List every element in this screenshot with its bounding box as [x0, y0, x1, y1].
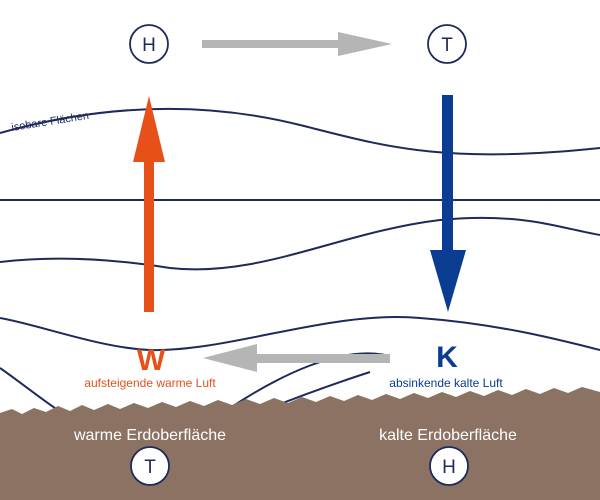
- warm-arrow-head: [133, 96, 165, 162]
- pressure-high-top: H: [129, 24, 169, 64]
- pressure-circle: [429, 446, 469, 486]
- isobar-line-1: [0, 107, 600, 156]
- pressure-letter-ground-left: T: [144, 457, 156, 478]
- cold-air-letter: K: [436, 341, 458, 374]
- lower-flow-arrow: [203, 344, 390, 372]
- cold-arrow-head: [430, 250, 466, 312]
- warm-ground-label: warme Erdoberfläche: [73, 427, 226, 444]
- cold-air-caption: absinkende kalte Luft: [389, 376, 503, 390]
- pressure-low-ground: T: [130, 446, 170, 486]
- pressure-circle: [427, 24, 467, 64]
- cold-ground-label: kalte Erdoberfläche: [379, 427, 517, 444]
- warm-arrow-shaft: [144, 160, 154, 312]
- isobar-line-3: [0, 216, 600, 271]
- pressure-letter-top-right: T: [441, 35, 453, 56]
- flow-arrow-head: [203, 344, 257, 372]
- pressure-letter-top-left: H: [142, 35, 156, 56]
- warm-rising-arrow: [133, 96, 165, 312]
- isobar-lines: [0, 107, 600, 411]
- isobar-line-6: [229, 352, 386, 409]
- warm-air-letter: W: [137, 344, 166, 377]
- flow-arrow-shaft: [202, 40, 342, 48]
- pressure-circle: [129, 24, 169, 64]
- pressure-low-top: T: [427, 24, 467, 64]
- cold-arrow-shaft: [442, 95, 453, 253]
- pressure-letter-ground-right: H: [442, 457, 456, 478]
- warm-air-caption: aufsteigende warme Luft: [84, 376, 216, 390]
- upper-flow-arrow: [202, 32, 392, 56]
- isobar-line-4: [0, 316, 600, 352]
- isobar-label: isobare Flächen: [11, 110, 90, 134]
- isobar-line-5: [0, 367, 56, 409]
- pressure-circle: [130, 446, 170, 486]
- flow-arrow-shaft: [254, 354, 390, 363]
- cold-sinking-arrow: [430, 95, 466, 312]
- pressure-high-ground: H: [429, 446, 469, 486]
- flow-arrow-head: [338, 32, 392, 56]
